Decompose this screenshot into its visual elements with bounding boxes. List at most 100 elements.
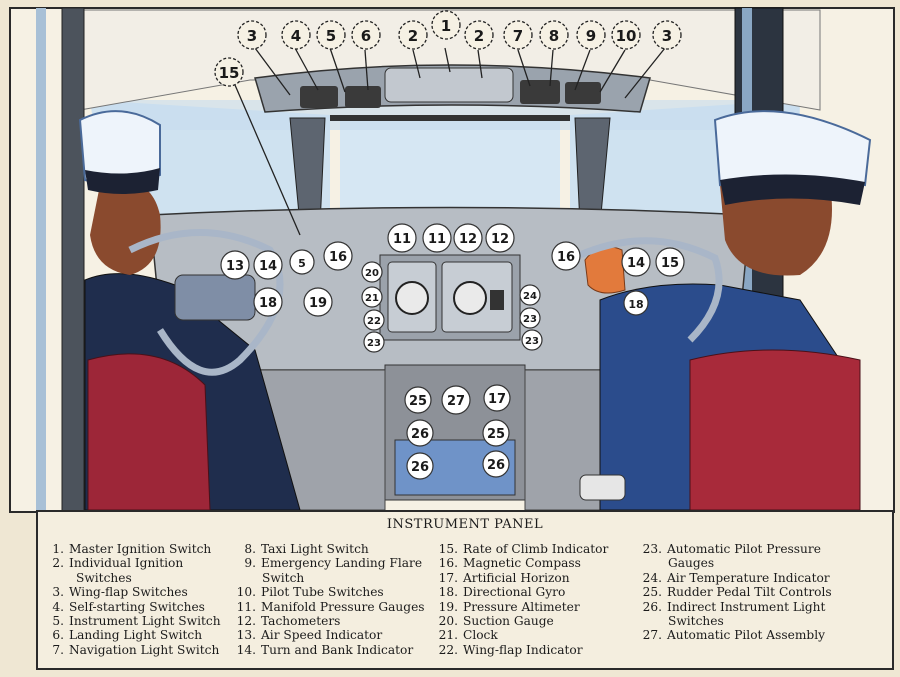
gauge-label: 18 [628,298,643,311]
legend-item-continuation: Switches [668,614,724,629]
legend-item: 6.Landing Light Switch [50,628,221,642]
gauge-label: 16 [557,250,575,265]
legend-item-text: Self-starting Switches [69,599,205,614]
legend-item-number: 17. [438,570,458,585]
legend-item: 11. Manifold Pressure Gauges [236,600,425,614]
legend-item-text: Taxi Light Switch [261,542,369,556]
legend-item-text: Turn and Bank Indicator [261,642,414,657]
legend-item-number: 7. [52,642,64,657]
legend-item: 14. Turn and Bank Indicator [236,643,425,657]
callout-10: 10 [616,27,637,45]
legend-item: 27. Automatic Pilot Assembly [642,628,832,642]
legend-item: 7. Navigation Light Switch [50,643,221,657]
gauge-label: 14 [259,259,277,274]
gauge-label: 12 [459,232,477,247]
gauge-label: 20 [365,268,379,279]
legend-item: 10.Pilot Tube Switches [236,585,425,599]
legend-item-text: Magnetic Compass [463,556,581,571]
legend-item-text: Landing Light Switch [69,628,203,643]
legend-item: 3. Wing-flap Switches [50,585,221,599]
legend-item: 19. Pressure Altimeter [438,600,608,614]
legend-item-text: Directional Gyro [463,585,566,600]
legend-item-number: 8. [244,542,256,556]
gauge-label: 5 [298,257,306,270]
gauge-label: 11 [428,232,446,247]
legend-item-text: Navigation Light Switch [69,642,220,657]
gauge-label: 23 [525,336,539,347]
callout-4: 4 [291,27,301,45]
callout-15: 15 [219,64,240,82]
gauge-label: 19 [309,296,327,311]
legend-item-number: 19. [438,599,458,614]
callout-circles-top [214,10,682,87]
legend-item: 21.Clock [438,628,608,642]
gauge-label: 17 [488,392,506,407]
legend-item: 18. Directional Gyro [438,585,608,599]
legend-item: 26. Indirect Instrument Light [642,600,832,614]
legend-item-number: 18. [438,585,458,600]
gauge-label: 23 [367,338,381,349]
legend-item-text: Wing-flap Indicator [463,642,583,657]
legend-item-text: Instrument Light Switch [69,614,221,629]
legend-item-text: Wing-flap Switches [69,585,188,600]
callout-9: 9 [586,27,596,45]
legend-item-text: Automatic Pilot Assembly [667,628,825,643]
gauge-label: 25 [409,394,427,409]
legend-item: 15.Rate of Climb Indicator [438,542,609,556]
legend-item-number: 13. [236,628,256,643]
legend-title: INSTRUMENT PANEL [386,517,544,532]
legend-item-text: Air Temperature Indicator [667,570,830,585]
legend-item-number: 21. [438,628,458,643]
legend-item-text: Artificial Horizon [463,570,570,585]
legend-item-text: Indirect Instrument Light [667,599,826,614]
gauge-label: 13 [226,259,244,274]
callout-8: 8 [549,27,559,45]
gauge-label: 26 [411,427,429,442]
legend-item-number: 26. [642,599,662,614]
legend-item-number: 3. [52,585,64,600]
legend-item-number: 5. [52,614,64,629]
gauge-label: 11 [393,232,411,247]
legend-item-text: Manifold Pressure Gauges [261,599,425,614]
legend-box: INSTRUMENT PANEL 1.Master Ignition Switc… [36,510,894,670]
legend-item-text: Rudder Pedal Tilt Controls [667,585,832,600]
legend-item: 5. Instrument Light Switch [50,614,221,629]
legend-item-number: 2. [52,556,64,571]
legend-item: 13.Air Speed Indicator [236,628,425,642]
legend-item: 20.Suction Gauge [438,614,608,628]
legend-item-text: Pressure Altimeter [463,599,580,614]
callout-6: 6 [361,27,371,45]
gauge-label: 14 [627,256,645,271]
legend-item-number: 25. [642,585,662,600]
callout-7: 7 [513,27,523,45]
legend-item: 17. Artificial Horizon [438,571,608,585]
callout-1: 1 [441,17,451,35]
legend-item-number: 20. [438,614,458,629]
legend-item-text: Master Ignition Switch [69,542,212,556]
legend-item: 8. Taxi Light Switch [236,542,425,556]
legend-item-number: 10. [236,585,256,600]
callout-3-left: 3 [247,27,257,45]
legend-item-number: 16. [438,556,458,571]
legend-item-continuation: Switch [262,570,305,585]
legend-item-number: 27. [642,628,662,643]
legend-item: 12.Tachometers [236,614,425,628]
legend-item-text: Automatic Pilot Pressure [667,542,821,556]
legend-item: 4. Self-starting Switches [50,600,221,614]
legend-item: 1.Master Ignition Switch [50,542,221,556]
legend-item-number: 14. [236,642,256,657]
gauge-label: 16 [329,250,347,265]
legend-item-number: 9. [244,556,256,571]
legend-item-text: Individual Ignition [69,556,184,571]
gauge-label: 27 [447,394,465,409]
gauge-label: 23 [523,314,537,325]
legend-item-number: 11. [236,599,256,614]
legend-item-number: 24. [642,570,662,585]
callout-5: 5 [326,27,336,45]
gauge-label: 12 [491,232,509,247]
legend-item-number: 4. [52,599,64,614]
gauge-label: 22 [367,316,381,327]
